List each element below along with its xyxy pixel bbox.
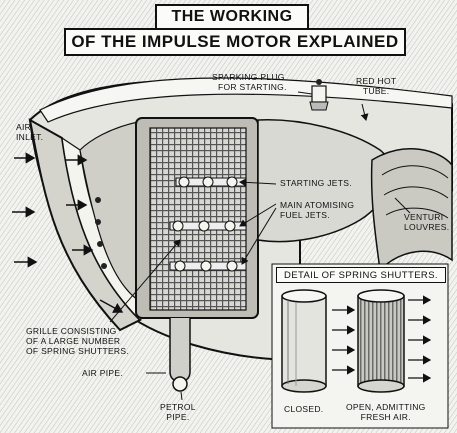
tube-top-band — [39, 77, 453, 123]
title-line-1: THE WORKING — [171, 8, 293, 25]
label-air-inlet: AIR INLET. — [16, 122, 44, 142]
grille-mesh — [149, 127, 247, 311]
label-open-fresh-air: OPEN, ADMITTING FRESH AIR. — [346, 402, 426, 422]
sparking-plug — [309, 79, 329, 111]
main-fuel-jets — [169, 220, 247, 272]
label-air-pipe: AIR PIPE. — [82, 368, 123, 378]
starting-jets — [175, 176, 247, 188]
label-venturi-louvres: VENTURI LOUVRES. — [404, 212, 450, 232]
petrol-pipe — [172, 376, 188, 392]
title-line-2-box: OF THE IMPULSE MOTOR EXPLAINED — [64, 28, 406, 56]
label-main-atomising-fuel-jets: MAIN ATOMISING FUEL JETS. — [280, 200, 355, 220]
closed-shutter-cylinder — [281, 289, 327, 393]
label-red-hot-tube: RED HOT TUBE. — [356, 76, 397, 96]
label-closed: CLOSED. — [284, 404, 324, 414]
title-line-1-box: THE WORKING — [155, 4, 309, 30]
air-pipe — [169, 318, 191, 383]
label-grille: GRILLE CONSISTING OF A LARGE NUMBER OF S… — [26, 326, 129, 356]
fresh-air-arrows — [332, 295, 432, 383]
title-line-2: OF THE IMPULSE MOTOR EXPLAINED — [71, 32, 399, 51]
chamber-bolts — [95, 197, 107, 269]
detail-title-box: DETAIL OF SPRING SHUTTERS. — [276, 267, 446, 283]
detail-title: DETAIL OF SPRING SHUTTERS. — [284, 269, 438, 281]
air-inlet-arrows — [12, 152, 124, 313]
label-starting-jets: STARTING JETS. — [280, 178, 352, 188]
venturi-louvres — [370, 148, 453, 272]
inlet-chamber — [79, 121, 139, 302]
label-petrol-pipe: PETROL PIPE. — [160, 402, 196, 422]
open-shutter-cylinder — [357, 289, 405, 393]
leader-lines — [109, 91, 411, 401]
label-sparking-plug: SPARKING PLUG FOR STARTING. — [212, 72, 287, 92]
